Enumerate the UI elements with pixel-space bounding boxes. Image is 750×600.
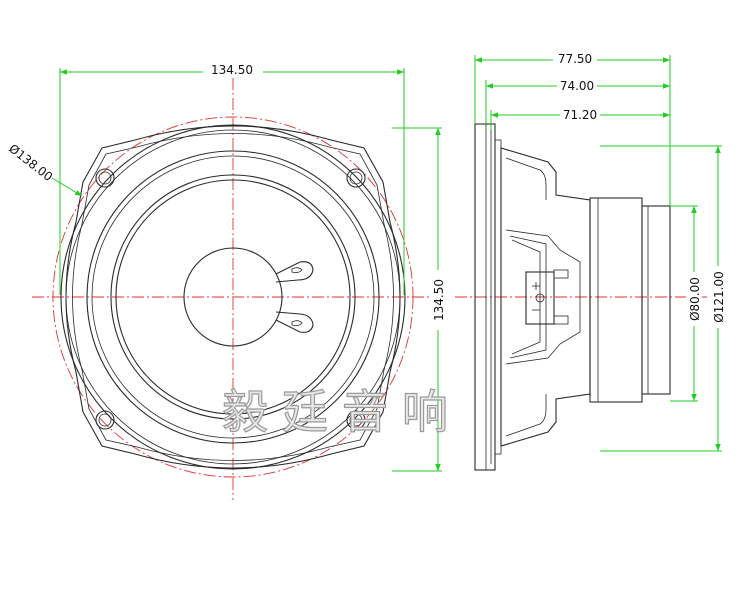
- basket-diameter-label: Ø121.00: [712, 271, 726, 322]
- side-cone: [505, 229, 581, 365]
- magnet-diameter-label: Ø80.00: [688, 277, 702, 321]
- depth-mid-label: 74.00: [560, 79, 594, 93]
- dust-cap: [183, 247, 283, 347]
- lead-tab-lower: [275, 311, 314, 333]
- diameter-leader-line: [51, 177, 83, 197]
- side-view: 77.50 74.00 71.20 Ø80.00 Ø121.00: [455, 52, 726, 471]
- depth-total-label: 77.50: [558, 52, 592, 66]
- surround-inner: [110, 174, 356, 420]
- watermark: 毅廷音响: [222, 385, 462, 439]
- terminal: [525, 269, 569, 325]
- surround-outer: [86, 150, 380, 444]
- mounting-holes: [95, 168, 366, 430]
- width-dimension-label: 134.50: [211, 63, 253, 77]
- depth-inner-label: 71.20: [563, 108, 597, 122]
- height-dimension-label: 134.50: [432, 279, 446, 321]
- front-frame-inner: [72, 133, 394, 461]
- side-magnet: [641, 205, 671, 395]
- gasket-ring: [60, 124, 406, 470]
- lead-tab-upper: [275, 261, 314, 283]
- diameter-dimension-label: Ø138.00: [6, 141, 55, 184]
- front-frame-outline: [65, 125, 401, 469]
- cone-edge: [115, 179, 351, 415]
